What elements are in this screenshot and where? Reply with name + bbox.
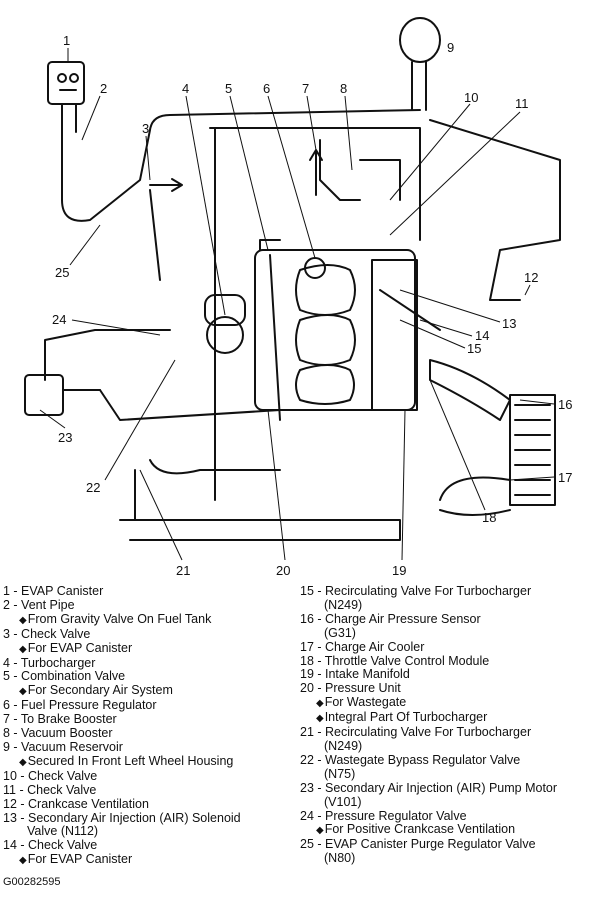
legend-item: 10 - Check Valve xyxy=(3,768,98,783)
callout-6: 6 xyxy=(263,81,270,96)
legend-item-detail: (N75) xyxy=(324,766,356,781)
legend-item-detail: (G31) xyxy=(324,625,356,640)
legend-item: 2 - Vent Pipe xyxy=(3,597,75,612)
legend-item: 9 - Vacuum Reservoir xyxy=(3,739,123,754)
callout-4: 4 xyxy=(182,81,189,96)
callout-24: 24 xyxy=(52,312,66,327)
legend-item: 5 - Combination Valve xyxy=(3,669,126,684)
callout-3: 3 xyxy=(142,121,149,136)
vacuum-hose-diagram: 1 2 3 4 5 6 7 8 9 10 11 12 13 14 15 16 1… xyxy=(24,17,572,578)
legend-item: 13 - Secondary Air Injection (AIR) Solen… xyxy=(3,810,241,825)
callout-7: 7 xyxy=(302,81,309,96)
callout-12: 12 xyxy=(524,270,538,285)
evap-canister xyxy=(47,61,85,105)
callout-25: 25 xyxy=(55,265,69,280)
legend-item: 6 - Fuel Pressure Regulator xyxy=(3,698,157,713)
legend-item-detail: (N80) xyxy=(324,851,356,866)
callout-14: 14 xyxy=(475,328,489,343)
callout-8: 8 xyxy=(340,81,347,96)
callout-18: 18 xyxy=(482,510,496,525)
callout-13: 13 xyxy=(502,316,516,331)
callout-11: 11 xyxy=(515,96,529,111)
callout-2: 2 xyxy=(100,81,107,96)
legend-item: 18 - Throttle Valve Control Module xyxy=(300,653,490,668)
legend-item: 8 - Vacuum Booster xyxy=(3,726,113,741)
legend-item-detail: (V101) xyxy=(324,794,362,809)
legend-item: 12 - Crankcase Ventilation xyxy=(3,796,149,811)
legend-item: 21 - Recirculating Valve For Turbocharge… xyxy=(300,725,532,740)
engine-block xyxy=(119,127,421,541)
legend-item-detail: For Positive Crankcase Ventilation xyxy=(300,822,600,838)
callout-17: 17 xyxy=(558,470,572,485)
legend-item-detail: (N249) xyxy=(324,597,363,612)
callout-15: 15 xyxy=(467,341,481,356)
legend-item: 4 - Turbocharger xyxy=(3,655,96,670)
legend-item: 19 - Intake Manifold xyxy=(300,667,410,682)
vacuum-reservoir xyxy=(399,17,441,111)
legend-item: 15 - Recirculating Valve For Turbocharge… xyxy=(300,584,532,598)
legend-item-detail: (N249) xyxy=(324,738,363,753)
callout-16: 16 xyxy=(558,397,572,412)
vent-pipe xyxy=(61,103,77,201)
legend-item-detail: Secured In Front Left Wheel Housing xyxy=(3,754,293,770)
legend-item-detail: For Wastegate xyxy=(300,695,600,711)
hose-routing xyxy=(44,109,561,521)
air-pump xyxy=(24,374,101,416)
turbocharger xyxy=(204,294,246,354)
legend-item-detail: From Gravity Valve On Fuel Tank xyxy=(3,612,293,628)
legend-item: 25 - EVAP Canister Purge Regulator Valve xyxy=(300,837,536,852)
legend-item: 24 - Pressure Regulator Valve xyxy=(300,808,467,823)
legend-column-right: 15 - Recirculating Valve For Turbocharge… xyxy=(300,584,600,866)
charge-air-cooler xyxy=(509,394,556,506)
legend-item: 23 - Secondary Air Injection (AIR) Pump … xyxy=(300,780,558,795)
callout-10: 10 xyxy=(464,90,478,105)
legend-item-detail: Valve (N112) xyxy=(27,824,99,839)
intake-manifold xyxy=(371,259,418,411)
legend-item-detail: For EVAP Canister xyxy=(3,641,293,657)
callout-23: 23 xyxy=(58,430,72,445)
figure-code: G00282595 xyxy=(3,876,61,888)
callout-19: 19 xyxy=(392,563,406,578)
legend-item: 1 - EVAP Canister xyxy=(3,584,104,598)
legend-item: 22 - Wastegate Bypass Regulator Valve xyxy=(300,752,521,767)
callout-5: 5 xyxy=(225,81,232,96)
legend-item: 17 - Charge Air Cooler xyxy=(300,639,425,654)
callout-22: 22 xyxy=(86,480,100,495)
legend-item: 7 - To Brake Booster xyxy=(3,712,117,727)
arrow-check-valve-3 xyxy=(149,178,183,192)
legend-item: 20 - Pressure Unit xyxy=(300,681,401,696)
legend-item: 14 - Check Valve xyxy=(3,838,98,853)
callout-20: 20 xyxy=(276,563,290,578)
legend-item-detail: Integral Part Of Turbocharger xyxy=(300,710,600,726)
callout-1: 1 xyxy=(63,33,70,48)
legend-item-detail: For EVAP Canister xyxy=(3,852,293,868)
legend-item: 11 - Check Valve xyxy=(3,782,97,797)
legend-item: 16 - Charge Air Pressure Sensor xyxy=(300,611,481,626)
callout-21: 21 xyxy=(176,563,190,578)
callout-9: 9 xyxy=(447,40,454,55)
legend-item: 3 - Check Valve xyxy=(3,626,91,641)
throttle-valve-module xyxy=(429,359,511,421)
legend-item-detail: For Secondary Air System xyxy=(3,683,293,699)
